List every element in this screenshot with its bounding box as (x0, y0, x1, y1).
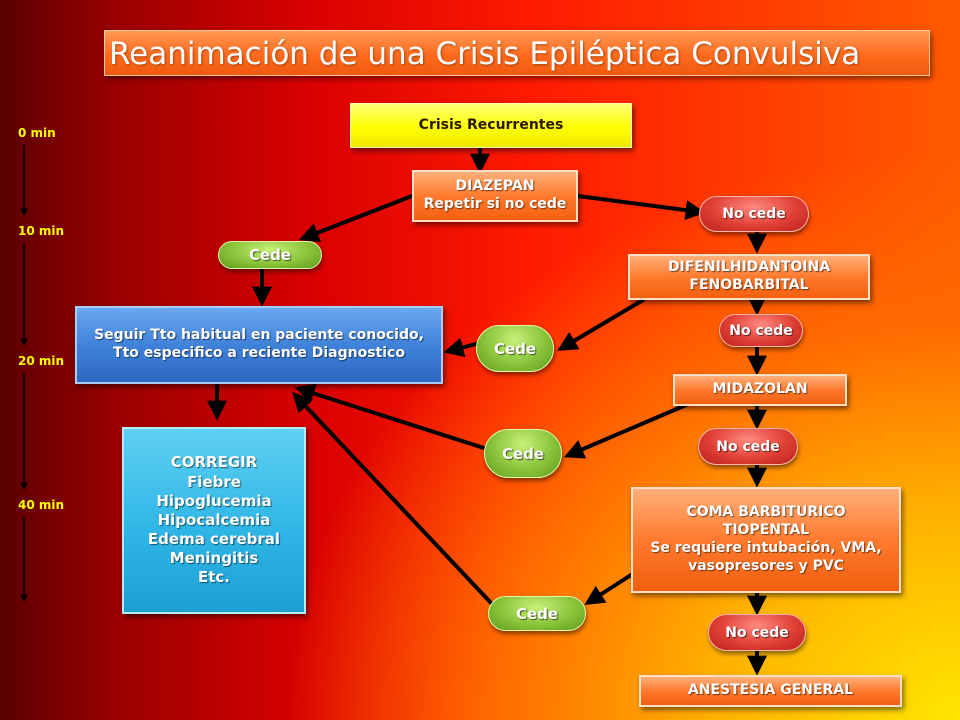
coma-line-3: Se requiere intubación, VMA, (650, 540, 882, 556)
arrow-diazepan-cede (298, 194, 414, 243)
coma-line-1: COMA BARBITURICO (686, 504, 846, 521)
cede-pill-4: Cede (488, 596, 586, 631)
corregir-box: CORREGIR Fiebre Hipoglucemia Hipocalcemi… (122, 427, 306, 614)
arrow-cede-seguir-2 (443, 337, 478, 358)
no-cede-pill-3: No cede (698, 428, 798, 465)
no-cede-pill-1: No cede (699, 196, 809, 232)
corregir-line-5: Edema cerebral (147, 530, 281, 549)
seguir-line-1: Seguir Tto habitual en paciente conocido… (94, 327, 424, 344)
arrow-coma-cede (584, 573, 633, 606)
seguir-tratamiento-box: Seguir Tto habitual en paciente conocido… (75, 306, 443, 384)
timeline-label-0: 0 min (18, 126, 56, 140)
arrow-diazepan-nocede (576, 194, 706, 221)
no-cede-pill-4: No cede (708, 614, 806, 651)
timeline-label-10: 10 min (18, 224, 65, 238)
difenil-line-1: DIFENILHIDANTOINA (667, 259, 831, 276)
arrow-difenil-cede (557, 298, 645, 351)
midazolan-box: MIDAZOLAN (673, 374, 847, 406)
corregir-line-6: Meningitis (169, 549, 259, 568)
difenil-line-2: FENOBARBITAL (689, 277, 809, 293)
page-title: Reanimación de una Crisis Epiléptica Con… (104, 30, 930, 76)
diazepan-box: DIAZEPAN Repetir si no cede (412, 170, 578, 222)
crisis-recurrentes-label: Crisis Recurrentes (418, 116, 564, 133)
coma-line-2: TIOPENTAL (722, 522, 810, 539)
diazepan-line-2: Repetir si no cede (423, 196, 567, 212)
corregir-line-1: CORREGIR (170, 453, 258, 472)
coma-barbiturico-box: COMA BARBITURICO TIOPENTAL Se requiere i… (631, 487, 901, 593)
cede-pill-1: Cede (218, 241, 322, 269)
corregir-line-2: Fiebre (187, 472, 241, 491)
arrow-cede-seguir-4 (292, 391, 494, 606)
cede-pill-3: Cede (484, 429, 562, 478)
cede-pill-2: Cede (476, 325, 554, 372)
diazepan-line-1: DIAZEPAN (455, 178, 535, 195)
corregir-line-4: Hipocalcemia (157, 510, 271, 529)
no-cede-pill-2: No cede (719, 314, 803, 347)
coma-line-4: vasopresores y PVC (688, 557, 844, 574)
corregir-line-7: Etc. (197, 568, 230, 587)
difenilhidantoina-box: DIFENILHIDANTOINA FENOBARBITAL (628, 254, 870, 300)
arrow-cede-seguir-3 (294, 383, 486, 450)
midazolan-label: MIDAZOLAN (712, 381, 808, 398)
seguir-line-2: Tto especifico a reciente Diagnostico (113, 345, 405, 361)
timeline-label-20: 20 min (18, 354, 65, 368)
arrow-midazolan-cede (563, 403, 688, 459)
timeline-label-40: 40 min (18, 498, 65, 512)
crisis-recurrentes-box: Crisis Recurrentes (350, 103, 632, 148)
anestesia-general-box: ANESTESIA GENERAL (639, 675, 902, 707)
anestesia-label: ANESTESIA GENERAL (687, 682, 854, 699)
corregir-line-3: Hipoglucemia (156, 491, 272, 510)
